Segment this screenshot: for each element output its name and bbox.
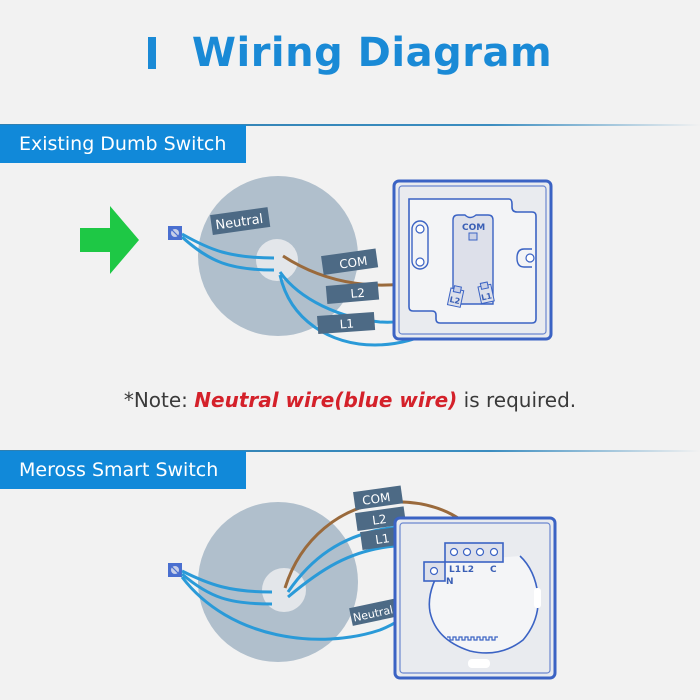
svg-text:L2: L2 — [371, 512, 387, 528]
page-title: Wiring Diagram — [0, 30, 700, 76]
section-tab-meross-smart-switch: Meross Smart Switch — [0, 451, 246, 489]
existing-switch-plate: COM L2 L1 — [392, 179, 553, 341]
green-arrow-icon — [80, 206, 139, 274]
svg-text:L1: L1 — [339, 316, 354, 331]
page-title-text: Wiring Diagram — [191, 30, 553, 76]
svg-text:COM: COM — [361, 490, 391, 508]
label-com-meross: COM — [353, 485, 404, 510]
neutral-terminal-icon-meross — [168, 563, 182, 577]
svg-text:L2: L2 — [449, 295, 461, 306]
note-prefix: *Note: — [123, 388, 195, 412]
label-l2-existing: L2 — [325, 281, 380, 304]
svg-text:L2: L2 — [350, 286, 365, 301]
meross-switch-plate: L1 L2 C N — [393, 516, 557, 680]
section-divider-meross — [0, 450, 700, 452]
svg-text:L1: L1 — [480, 291, 493, 302]
svg-text:L1: L1 — [374, 531, 390, 547]
label-neutral-meross: Neutral — [349, 598, 399, 626]
svg-text:L2: L2 — [462, 565, 474, 575]
section-divider-existing — [0, 124, 700, 126]
label-neutral-existing: Neutral — [210, 207, 271, 235]
note-emphasis: Neutral wire(blue wire) — [194, 388, 458, 412]
label-l2-meross: L2 — [355, 506, 407, 531]
note-suffix: is required. — [457, 388, 577, 412]
svg-text:Neutral: Neutral — [215, 212, 265, 234]
svg-text:C: C — [490, 565, 497, 575]
neutral-terminal-icon — [168, 226, 182, 240]
label-com-existing: COM — [321, 248, 379, 275]
svg-text:COM: COM — [462, 223, 485, 233]
svg-text:COM: COM — [338, 254, 368, 272]
svg-text:L1: L1 — [449, 565, 461, 575]
wall-box-hub-meross — [262, 568, 306, 612]
title-accent-bar — [147, 37, 156, 69]
svg-text:N: N — [446, 577, 454, 587]
section-tab-existing-dumb-switch: Existing Dumb Switch — [0, 125, 246, 163]
label-l1-existing: L1 — [317, 312, 376, 334]
neutral-wire-note: *Note: Neutral wire(blue wire) is requir… — [0, 388, 700, 412]
